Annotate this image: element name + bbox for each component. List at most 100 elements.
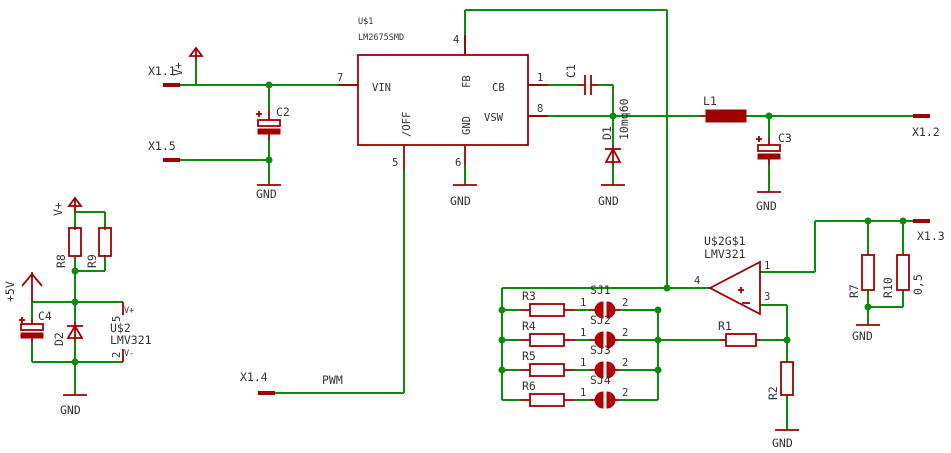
diode-d2: D2 bbox=[52, 322, 84, 346]
u2-pin-2: 2 bbox=[111, 352, 123, 358]
supply-symbols: V+ V+ +5V GND GND GND GND GND GND GND bbox=[3, 46, 880, 450]
sj3-label: SJ3 bbox=[590, 343, 611, 357]
junctions bbox=[71, 81, 907, 374]
u1-pin-4: 4 bbox=[453, 34, 459, 46]
u1-pin-5: 5 bbox=[392, 157, 398, 169]
x1-5-label: X1.5 bbox=[148, 139, 176, 153]
r10-label: R10 bbox=[881, 277, 895, 298]
c2-label: C2 bbox=[276, 105, 290, 119]
diode-d1: D1 10mq60 bbox=[600, 98, 631, 165]
u2-value-label: LMV321 bbox=[110, 333, 152, 347]
gnd-r7-label: GND bbox=[852, 329, 873, 343]
u2g1-name-label: U$2G$1 bbox=[704, 234, 746, 248]
x1-1-label: X1.1 bbox=[148, 64, 176, 78]
sj2-pin-1: 1 bbox=[580, 327, 586, 339]
r8-label: R8 bbox=[54, 254, 68, 268]
u1-pin-7: 7 bbox=[337, 72, 343, 84]
r6-label: R6 bbox=[522, 379, 536, 393]
resistor-r8: R8 bbox=[54, 227, 82, 268]
x1-2-label: X1.2 bbox=[912, 125, 940, 139]
capacitor-c1: C1 bbox=[564, 64, 598, 95]
gnd-r2-label: GND bbox=[772, 436, 793, 450]
gnd-c3-label: GND bbox=[756, 199, 777, 213]
resistor-r10: R10 0,5 bbox=[881, 254, 925, 298]
u2-pin-5: 5 bbox=[111, 316, 123, 322]
u1-gnd-pin-label: GND bbox=[461, 116, 473, 135]
resistor-r4: R4 bbox=[520, 319, 575, 347]
u2-vminus-label: V- bbox=[124, 349, 134, 359]
capacitor-c4: C4 bbox=[19, 309, 52, 342]
resistor-r5: R5 bbox=[520, 349, 575, 377]
u2-vplus-label: V+ bbox=[124, 306, 134, 316]
resistor-r9: R9 bbox=[85, 227, 112, 268]
connectors: X1.1 X1.5 X1.2 X1.3 X1.4 PWM bbox=[148, 64, 945, 395]
u1-name-label: U$1 bbox=[358, 17, 373, 27]
r1-label: R1 bbox=[718, 319, 732, 333]
resistor-r3: R3 bbox=[520, 289, 575, 317]
u1-pin-8: 8 bbox=[537, 103, 543, 115]
plus5v-label: +5V bbox=[3, 281, 17, 302]
solder-jumper-sj1: SJ1 1 2 bbox=[580, 283, 628, 319]
d1-label: D1 bbox=[600, 126, 614, 140]
r3-label: R3 bbox=[522, 289, 536, 303]
r4-label: R4 bbox=[522, 319, 536, 333]
sj2-pin-2: 2 bbox=[622, 327, 628, 339]
resistor-r2: R2 bbox=[766, 361, 794, 400]
solder-jumper-sj4: SJ4 1 2 bbox=[580, 373, 628, 409]
u2-name-label: U$2 bbox=[110, 321, 131, 335]
u2g1-pin-4: 4 bbox=[694, 275, 700, 287]
sj4-pin-2: 2 bbox=[622, 387, 628, 399]
u1-regulator: U$1 LM2675SMD VIN CB VSW FB /OFF GND 7 4… bbox=[337, 17, 548, 170]
u1-pin-1: 1 bbox=[537, 72, 543, 84]
r10-value-label: 0,5 bbox=[911, 274, 925, 295]
u1-value-label: LM2675SMD bbox=[358, 33, 404, 43]
vplus-left-label: V+ bbox=[51, 202, 65, 216]
sj1-label: SJ1 bbox=[590, 283, 611, 297]
u2g1-pin-3: 3 bbox=[764, 291, 770, 303]
resistor-r7: R7 bbox=[847, 254, 875, 298]
x1-4-label: X1.4 bbox=[240, 370, 268, 384]
c1-label: C1 bbox=[564, 64, 578, 78]
u1-off-pin-label: /OFF bbox=[401, 112, 413, 137]
u1-pin-6: 6 bbox=[455, 157, 461, 169]
d1-value-label: 10mq60 bbox=[617, 98, 631, 140]
capacitor-c3: C3 bbox=[756, 131, 792, 165]
solder-jumper-sj2: SJ2 1 2 bbox=[580, 313, 628, 349]
sj3-pin-2: 2 bbox=[622, 357, 628, 369]
sj2-label: SJ2 bbox=[590, 313, 611, 327]
sj1-pin-2: 2 bbox=[622, 297, 628, 309]
u1-fb-pin-label: FB bbox=[461, 75, 473, 88]
u1-vin-pin-label: VIN bbox=[372, 82, 391, 94]
gnd-u1-label: GND bbox=[450, 194, 471, 208]
c3-label: C3 bbox=[778, 131, 792, 145]
sj4-pin-1: 1 bbox=[580, 387, 586, 399]
u2-power-pins: V+ V- 5 2 U$2 LMV321 bbox=[110, 302, 152, 362]
x1-3-label: X1.3 bbox=[917, 229, 945, 243]
resistor-r1: R1 bbox=[718, 319, 760, 347]
vplus-top-label: V+ bbox=[171, 62, 185, 76]
u2g1-pin-1: 1 bbox=[764, 260, 770, 272]
sj4-label: SJ4 bbox=[590, 373, 611, 387]
c4-label: C4 bbox=[38, 309, 52, 323]
u1-cb-pin-label: CB bbox=[492, 82, 505, 94]
u2g1-value-label: LMV321 bbox=[704, 247, 746, 261]
r7-label: R7 bbox=[847, 284, 861, 298]
gnd-d1-label: GND bbox=[598, 194, 619, 208]
solder-jumper-sj3: SJ3 1 2 bbox=[580, 343, 628, 379]
l1-label: L1 bbox=[703, 94, 717, 108]
inductor-l1: L1 bbox=[700, 94, 747, 123]
pwm-net-label: PWM bbox=[322, 373, 343, 387]
capacitor-c2: C2 bbox=[256, 105, 290, 140]
resistor-r6: R6 bbox=[520, 379, 575, 407]
gnd-c2-label: GND bbox=[256, 187, 277, 201]
r5-label: R5 bbox=[522, 349, 536, 363]
d2-label: D2 bbox=[52, 332, 66, 346]
u1-vsw-pin-label: VSW bbox=[484, 112, 504, 124]
gnd-left-label: GND bbox=[60, 403, 81, 417]
sj1-pin-1: 1 bbox=[580, 297, 586, 309]
r9-label: R9 bbox=[85, 254, 99, 268]
sj3-pin-1: 1 bbox=[580, 357, 586, 369]
r2-label: R2 bbox=[766, 386, 780, 400]
opamp-u2g1: U$2G$1 LMV321 1 4 3 bbox=[694, 234, 770, 316]
